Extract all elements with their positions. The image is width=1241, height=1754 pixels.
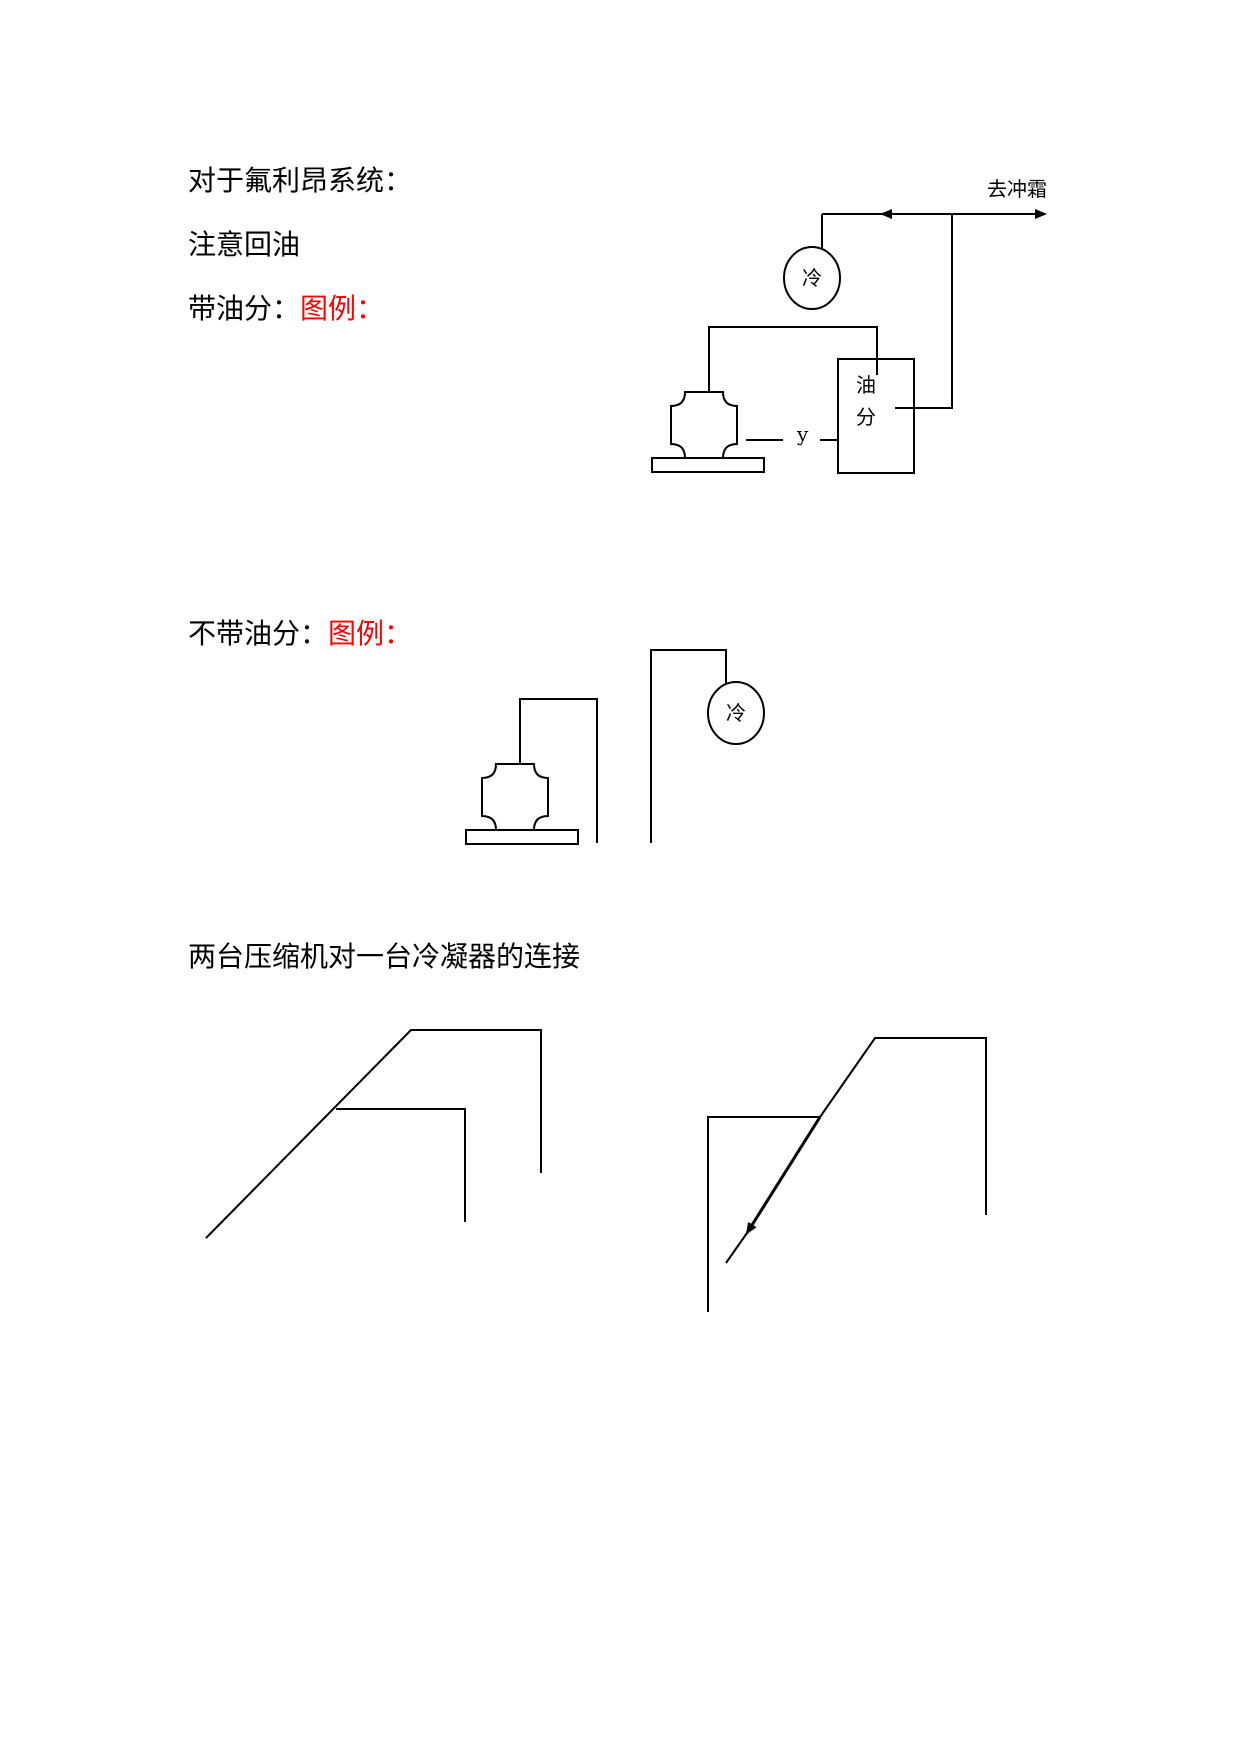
condenser-inlet-pipe-2 (650, 649, 727, 843)
with-separator-label: 带油分： (188, 292, 301, 325)
diagonal-arrow-pipe (745, 1116, 822, 1235)
diagram-two-compressors-correct (205, 1029, 542, 1239)
page-heading: 对于氟利昂系统： (188, 164, 413, 197)
defrost-label: 去冲霜 (987, 177, 1047, 201)
oil-return-note: 注意回油 (188, 228, 301, 261)
compressor-discharge-pipe-2 (519, 698, 598, 843)
diagram-with-oil-separator: 去冲霜 冷 油 分 y (651, 177, 1047, 474)
diagram-without-oil-separator: 冷 (465, 649, 765, 845)
left-vertical-pipe (707, 1116, 820, 1312)
compressor-body-2 (481, 763, 549, 831)
without-separator-label: 不带油分： (188, 617, 329, 650)
y-label: y (796, 422, 809, 446)
condenser-circle (783, 246, 841, 310)
two-compressors-heading: 两台压缩机对一台冷凝器的连接 (188, 940, 581, 973)
with-separator-legend-label: 图例： (300, 292, 385, 325)
compressor-base-2 (465, 829, 579, 845)
condenser-circle-2 (707, 681, 765, 745)
compressor-body (670, 391, 738, 459)
diagonal-tail (725, 1232, 748, 1264)
separator-label-top: 油 (856, 373, 876, 397)
separator-outlet-pipe (895, 214, 953, 409)
condenser-label-2: 冷 (726, 701, 746, 725)
oil-separator-box (837, 358, 915, 474)
compressor-discharge-pipe (708, 326, 878, 392)
diagram-two-compressors-alternate (707, 1037, 987, 1312)
without-separator-legend-label: 图例： (328, 617, 413, 650)
condenser-label: 冷 (802, 266, 822, 290)
without-separator-heading: 不带油分：图例： (188, 617, 412, 651)
compressor-base (651, 457, 765, 473)
inner-pipe (336, 1108, 466, 1222)
with-separator-heading: 带油分：图例： (188, 292, 384, 326)
right-pipe (819, 1037, 987, 1215)
separator-label-bottom: 分 (856, 405, 876, 429)
outer-pipe (205, 1029, 542, 1239)
